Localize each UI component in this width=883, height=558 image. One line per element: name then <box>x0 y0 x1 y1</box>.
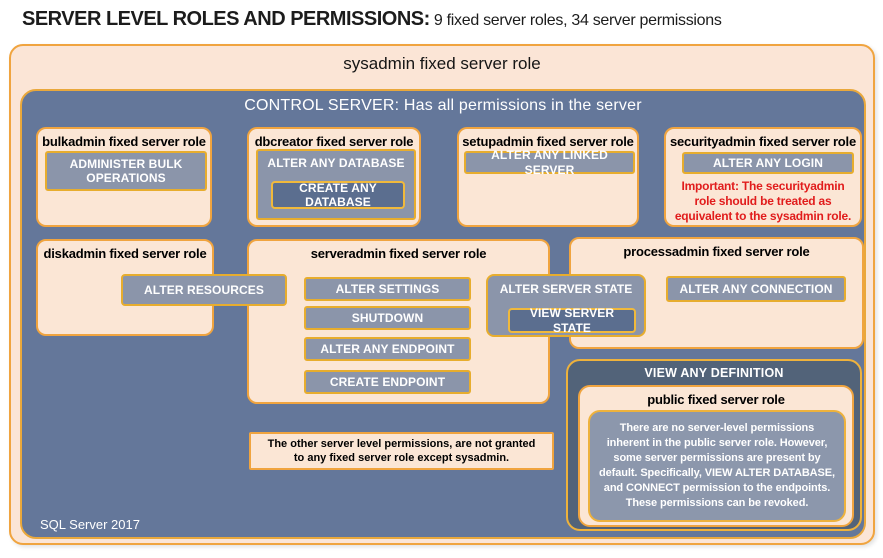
sql-server-version-label: SQL Server 2017 <box>40 517 140 532</box>
serveradmin-role-label: serveradmin fixed server role <box>310 246 487 261</box>
permission-view-any-definition: VIEW ANY DEFINITION <box>644 366 784 380</box>
permission-administer-bulk-operations: ADMINISTER BULK OPERATIONS <box>45 151 207 191</box>
public-role-label: public fixed server role <box>647 392 785 407</box>
permission-alter-server-state: ALTER SERVER STATE VIEW SERVER STATE <box>486 274 646 337</box>
public-role-description: There are no server-level permissions in… <box>588 410 846 522</box>
permission-alter-resources: ALTER RESOURCES <box>121 274 287 306</box>
page-title-sub: 9 fixed server roles, 34 server permissi… <box>429 12 722 29</box>
other-permissions-note: The other server level permissions, are … <box>249 432 554 470</box>
permission-alter-any-connection: ALTER ANY CONNECTION <box>666 276 846 302</box>
dbcreator-role-label: dbcreator fixed server role <box>254 134 414 149</box>
permission-alter-any-database: ALTER ANY DATABASE CREATE ANY DATABASE <box>256 149 416 220</box>
page-title: SERVER LEVEL ROLES AND PERMISSIONS: 9 fi… <box>22 8 722 31</box>
bulkadmin-role-box: bulkadmin fixed server role ADMINISTER B… <box>36 127 212 227</box>
control-server-label: CONTROL SERVER: Has all permissions in t… <box>244 97 642 114</box>
control-server-box: CONTROL SERVER: Has all permissions in t… <box>20 89 866 539</box>
page-title-main: SERVER LEVEL ROLES AND PERMISSIONS: <box>22 8 430 30</box>
permission-alter-settings: ALTER SETTINGS <box>304 277 471 301</box>
bulkadmin-role-label: bulkadmin fixed server role <box>42 134 206 149</box>
permission-alter-server-state-label: ALTER SERVER STATE <box>499 282 633 296</box>
permission-alter-any-login: ALTER ANY LOGIN <box>682 152 854 174</box>
securityadmin-role-box: securityadmin fixed server role ALTER AN… <box>664 127 862 227</box>
permission-view-server-state: VIEW SERVER STATE <box>508 306 636 335</box>
view-any-definition-box: VIEW ANY DEFINITION public fixed server … <box>566 359 862 531</box>
securityadmin-warning-text: Important: The securityadmin role should… <box>674 179 852 223</box>
securityadmin-role-label: securityadmin fixed server role <box>669 134 856 149</box>
processadmin-role-label: processadmin fixed server role <box>623 244 810 259</box>
permission-create-endpoint: CREATE ENDPOINT <box>304 370 471 394</box>
sysadmin-role-label: sysadmin fixed server role <box>343 54 541 73</box>
diskadmin-role-label: diskadmin fixed server role <box>43 246 207 261</box>
sysadmin-role-box: sysadmin fixed server role CONTROL SERVE… <box>9 44 875 545</box>
setupadmin-role-box: setupadmin fixed server role ALTER ANY L… <box>457 127 639 227</box>
permission-alter-any-linked-server: ALTER ANY LINKED SERVER <box>464 148 635 177</box>
dbcreator-role-box: dbcreator fixed server role ALTER ANY DA… <box>247 127 421 227</box>
permission-shutdown: SHUTDOWN <box>304 306 471 330</box>
permission-alter-any-database-label: ALTER ANY DATABASE <box>267 156 405 170</box>
permission-create-any-database: CREATE ANY DATABASE <box>271 181 405 209</box>
public-role-box: public fixed server role There are no se… <box>578 385 854 527</box>
permission-alter-any-endpoint: ALTER ANY ENDPOINT <box>304 337 471 361</box>
setupadmin-role-label: setupadmin fixed server role <box>462 134 634 149</box>
